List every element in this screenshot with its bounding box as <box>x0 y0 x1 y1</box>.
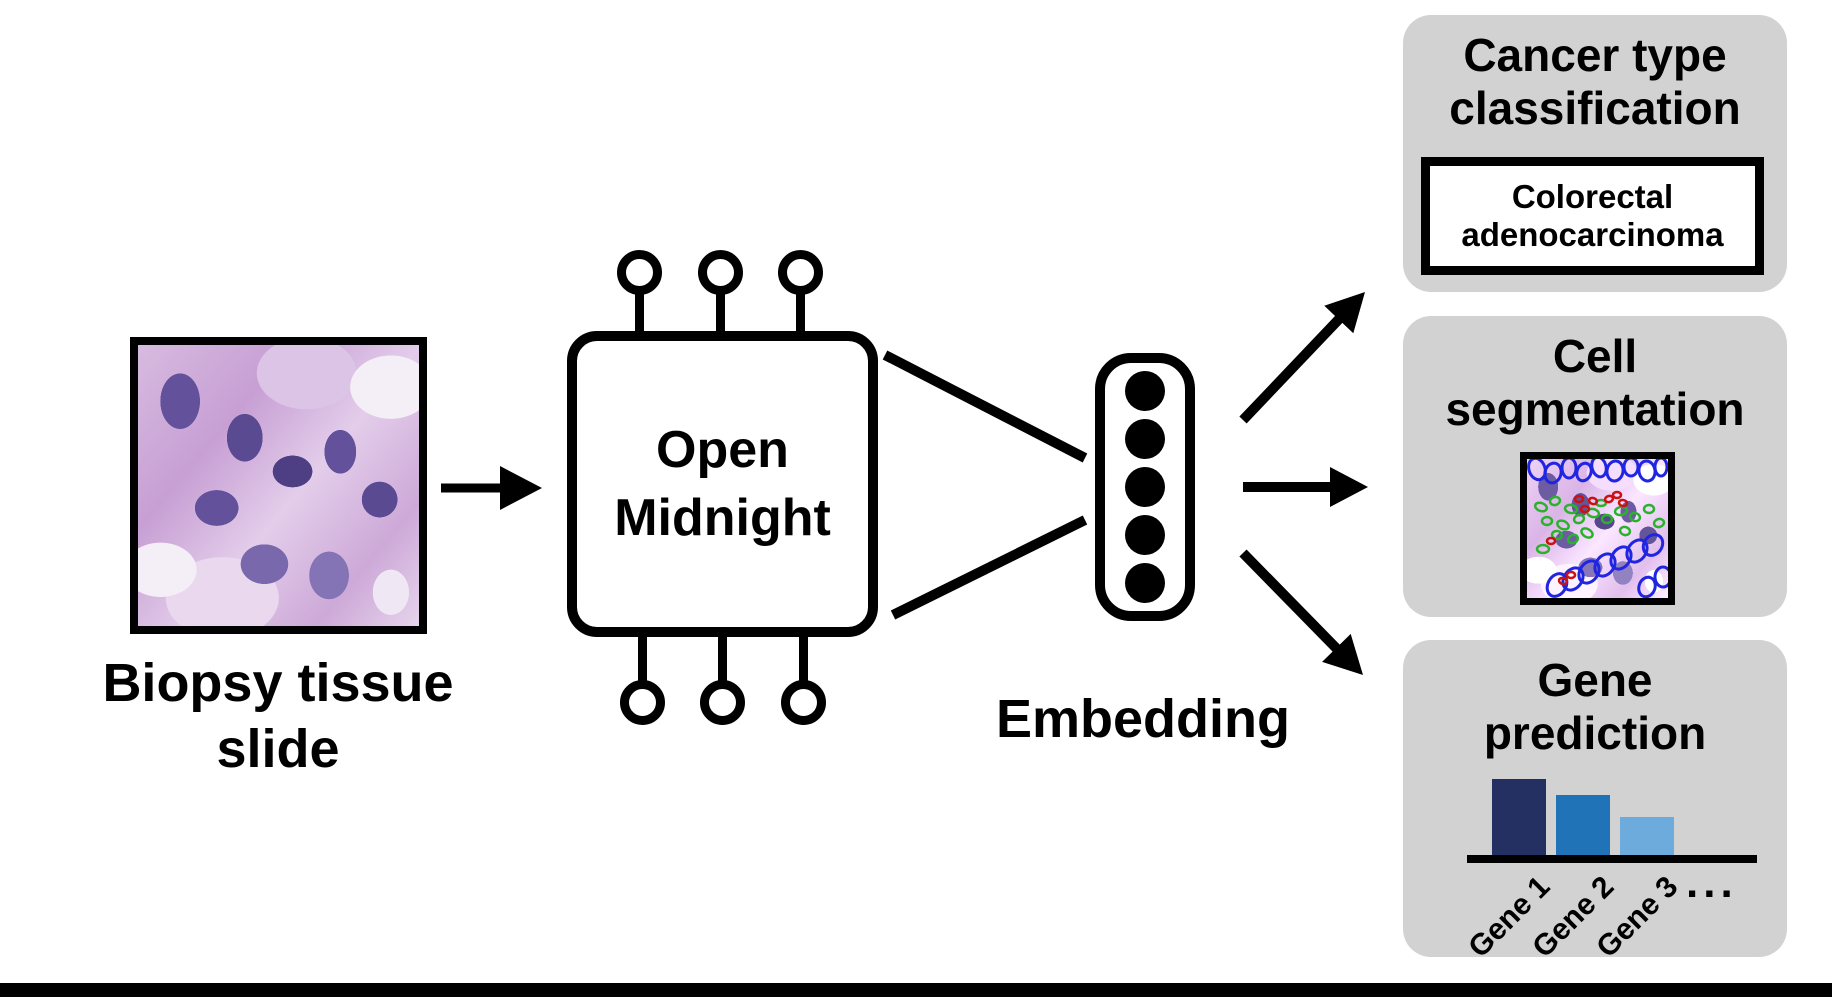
gene-ellipsis: ... <box>1686 858 1738 907</box>
chip-pin-stem <box>716 293 725 336</box>
biopsy-label-line2: slide <box>216 719 340 779</box>
gene-chart-axis <box>1467 855 1757 863</box>
panel-cell-segmentation: Cell segmentation <box>1403 316 1787 617</box>
segmentation-title-line2: segmentation <box>1445 383 1745 435</box>
chip-pin-icon <box>700 680 745 725</box>
chip-pin-stem <box>796 293 805 336</box>
gene-title: Gene prediction <box>1403 640 1787 760</box>
embedding-dot-icon <box>1125 371 1165 411</box>
segmentation-title: Cell segmentation <box>1403 316 1787 436</box>
biopsy-label-line1: Biopsy tissue <box>102 653 454 713</box>
chip-pin-stem <box>638 632 647 682</box>
segmentation-title-line1: Cell <box>1552 330 1638 382</box>
bottom-black-bar <box>0 983 1832 997</box>
arrow-to-segmentation-head-icon <box>1330 467 1368 507</box>
arrow-to-gene-head-icon <box>1322 633 1363 675</box>
model-name-line2: Midnight <box>614 489 831 547</box>
chip-pin-icon <box>781 680 826 725</box>
chip-pin-stem <box>635 293 644 336</box>
chip-to-embedding-line-lower <box>890 515 1088 620</box>
gene-bar-1 <box>1492 779 1546 855</box>
chip-pin-stem <box>718 632 727 682</box>
gene-bar-2 <box>1556 795 1610 855</box>
classification-title-line1: Cancer type <box>1463 29 1727 81</box>
chip-icon: Open Midnight <box>567 331 878 637</box>
model-name-line1: Open <box>656 421 789 479</box>
chip-pin-icon <box>698 250 743 295</box>
panel-cancer-classification: Cancer type classification Colorectal ad… <box>1403 15 1787 292</box>
classification-title-line2: classification <box>1449 82 1741 134</box>
embedding-label: Embedding <box>996 689 1290 749</box>
embedding-dot-icon <box>1125 515 1165 555</box>
input-arrow-head-icon <box>500 466 542 510</box>
chip-pin-icon <box>778 250 823 295</box>
segmentation-overlay-icon <box>1527 459 1668 598</box>
biopsy-label: Biopsy tissue slide <box>28 650 528 782</box>
biopsy-tissue-image <box>130 337 427 634</box>
segmentation-image <box>1520 452 1675 605</box>
classification-result-line1: Colorectal <box>1511 178 1674 215</box>
gene-title-line2: prediction <box>1483 707 1707 759</box>
classification-result-box: Colorectal adenocarcinoma <box>1421 157 1764 275</box>
classification-title: Cancer type classification <box>1403 15 1787 135</box>
chip-to-embedding-line-upper <box>882 350 1088 463</box>
embedding-dot-icon <box>1125 467 1165 507</box>
embedding-dot-icon <box>1125 419 1165 459</box>
embedding-dot-icon <box>1125 563 1165 603</box>
arrow-to-classification-shaft <box>1239 313 1345 424</box>
chip-pin-icon <box>617 250 662 295</box>
chip-pin-stem <box>799 632 808 682</box>
gene-bar-3 <box>1620 817 1674 855</box>
gene-title-line1: Gene <box>1537 654 1653 706</box>
chip-pin-icon <box>620 680 665 725</box>
arrow-to-classification-head-icon <box>1324 292 1365 334</box>
arrow-to-gene-shaft <box>1239 549 1343 655</box>
classification-result-line2: adenocarcinoma <box>1461 216 1724 253</box>
embedding-capsule <box>1095 353 1195 621</box>
